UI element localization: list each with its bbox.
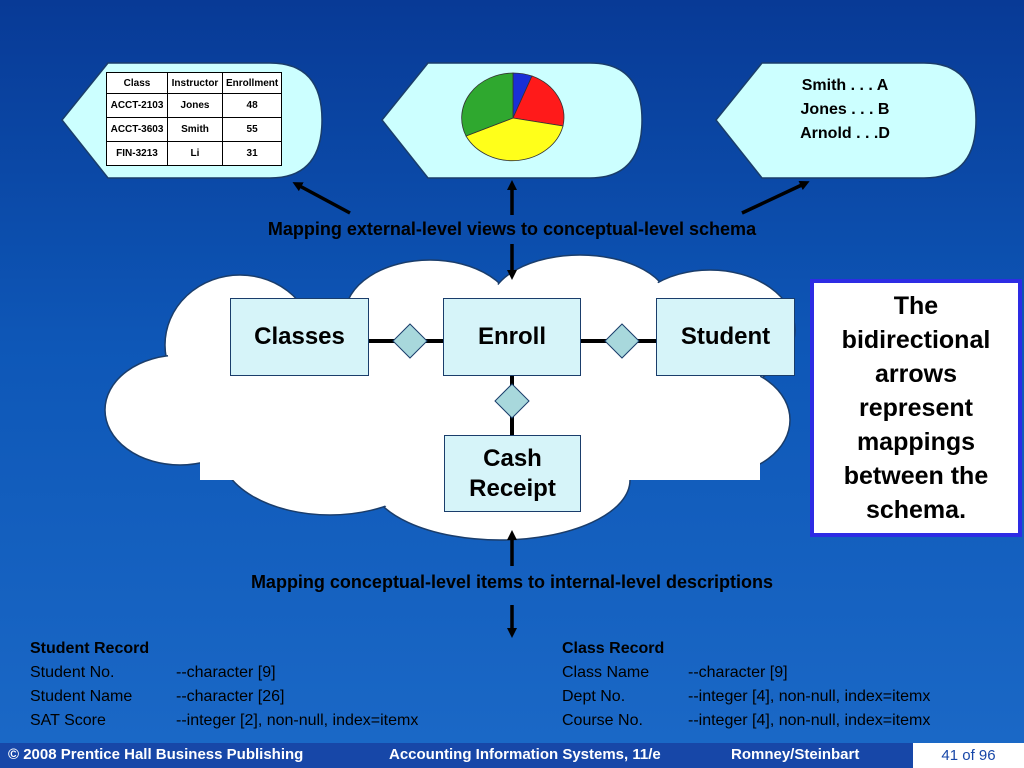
record-field: Student Name --character [26]	[30, 685, 418, 709]
mapping-label-bottom: Mapping conceptual-level items to intern…	[250, 572, 774, 592]
relationship-diamond-left	[392, 323, 428, 359]
pie-chart	[461, 72, 565, 162]
table-cell: 48	[221, 93, 283, 118]
field-desc: --integer [4], non-null, index=itemx	[688, 688, 931, 705]
callout-line: represent	[859, 394, 973, 422]
grade-line: Smith . . . A	[801, 77, 889, 94]
callout-line: bidirectional	[841, 326, 991, 354]
table-header: Enrollment	[221, 72, 283, 94]
field-name: Student No.	[30, 664, 115, 681]
student-record: Student Record Student No. --character […	[30, 637, 418, 733]
entity-label: Classes	[254, 323, 345, 350]
external-view-shape-3	[715, 62, 977, 179]
record-field: Class Name --character [9]	[562, 661, 930, 685]
record-field: Course No. --integer [4], non-null, inde…	[562, 709, 930, 733]
table-cell: ACCT-2103	[106, 93, 168, 118]
field-desc: --character [26]	[176, 688, 285, 705]
entity-label: Student	[680, 323, 771, 350]
table-header: Instructor	[167, 72, 223, 94]
table-row: ACCT-2103 Jones 48	[106, 93, 283, 118]
table-cell: Jones	[167, 93, 223, 118]
field-desc: --character [9]	[688, 664, 788, 681]
footer-authors: Romney/Steinbart	[731, 746, 860, 763]
grades-view: Smith . . . A Jones . . . B Arnold . . .…	[770, 74, 920, 146]
class-record-title: Class Record	[562, 640, 665, 657]
mapping-arrows-top	[292, 180, 810, 280]
table-cell: FIN-3213	[106, 141, 168, 166]
entity-label: Receipt	[469, 474, 556, 502]
explanation-callout: The bidirectional arrows represent mappi…	[810, 279, 1022, 537]
record-field: Dept No. --integer [4], non-null, index=…	[562, 685, 930, 709]
mapping-label-top: Mapping external-level views to conceptu…	[267, 219, 757, 239]
table-cell: 55	[221, 117, 283, 142]
field-desc: --integer [4], non-null, index=itemx	[688, 712, 931, 729]
pie-slice-yellow	[465, 117, 564, 162]
callout-line: between the	[843, 462, 989, 490]
field-name: Course No.	[562, 712, 643, 729]
grade-line: Jones . . . B	[800, 101, 890, 118]
student-record-title: Student Record	[30, 640, 150, 657]
footer-copyright: © 2008 Prentice Hall Business Publishing	[8, 746, 304, 763]
table-cell: ACCT-3603	[106, 117, 168, 142]
grade-line: Arnold . . .D	[800, 125, 890, 142]
pie-slice-red	[512, 75, 565, 127]
entity-label: Enroll	[477, 323, 546, 350]
table-row: FIN-3213 Li 31	[106, 141, 283, 166]
entity-enroll: Enroll	[443, 298, 581, 376]
field-desc: --character [9]	[176, 664, 276, 681]
entity-cash-receipt: Cash Receipt	[444, 435, 581, 512]
table-header: Class	[106, 72, 168, 94]
field-name: SAT Score	[30, 712, 106, 729]
entity-label: Cash	[483, 444, 542, 472]
pie-slice-green	[461, 72, 514, 137]
table-cell: Smith	[167, 117, 223, 142]
callout-line: schema.	[865, 496, 967, 524]
footer-book-title: Accounting Information Systems, 11/e	[389, 746, 661, 763]
class-record: Class Record Class Name --character [9] …	[562, 637, 930, 733]
page-number: 41 of 96	[913, 743, 1024, 768]
relationship-diamond-bottom	[494, 383, 530, 419]
table-cell: 31	[221, 141, 283, 166]
table-cell: Li	[167, 141, 223, 166]
field-name: Dept No.	[562, 688, 626, 705]
callout-line: arrows	[875, 360, 957, 388]
table-row: ACCT-3603 Smith 55	[106, 117, 283, 142]
relationship-diamond-right	[604, 323, 640, 359]
callout-line: The	[893, 292, 939, 320]
entity-student: Student	[656, 298, 795, 376]
footer-bar: © 2008 Prentice Hall Business Publishing…	[0, 743, 1024, 768]
record-field: Student No. --character [9]	[30, 661, 418, 685]
class-enrollment-table: Class Instructor Enrollment ACCT-2103 Jo…	[106, 72, 283, 166]
field-name: Student Name	[30, 688, 133, 705]
field-name: Class Name	[562, 664, 650, 681]
entity-classes: Classes	[230, 298, 369, 376]
callout-line: mappings	[856, 428, 976, 456]
field-desc: --integer [2], non-null, index=itemx	[176, 712, 419, 729]
record-field: SAT Score --integer [2], non-null, index…	[30, 709, 418, 733]
